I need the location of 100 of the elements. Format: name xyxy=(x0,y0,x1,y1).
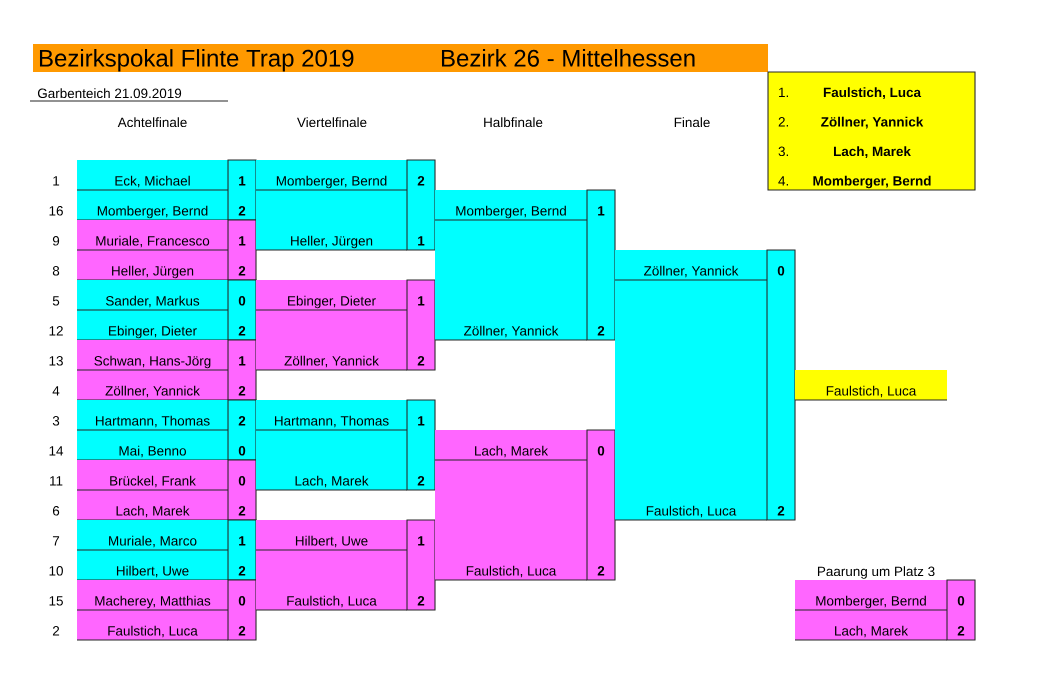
round-heading: Viertelfinale xyxy=(297,117,367,128)
match-block xyxy=(434,189,616,341)
player-name: Hartmann, Thomas xyxy=(275,415,389,428)
player-name: Schwan, Hans-Jörg xyxy=(94,355,211,369)
rank-number: 1. xyxy=(779,87,788,97)
score: 2 xyxy=(238,506,246,516)
player-name: Ebinger, Dieter xyxy=(109,325,197,339)
round-heading: Halbfinale xyxy=(484,117,543,128)
ranking-box xyxy=(767,71,976,191)
player-name: Zöllner, Yannick xyxy=(105,385,200,398)
seed-number: 6 xyxy=(52,506,60,516)
player-name: Momberger, Bernd xyxy=(813,175,931,189)
match-block xyxy=(76,459,257,521)
round-heading: Achtelfinale xyxy=(117,117,187,128)
rank-number: 4. xyxy=(778,176,788,186)
match-block xyxy=(76,579,257,641)
score: 1 xyxy=(418,236,425,246)
player-name: Macherey, Matthias xyxy=(95,595,211,609)
player-name: Zöllner, Yannick xyxy=(821,116,924,129)
player-name: Zöllner, Yannick xyxy=(464,325,559,338)
player-name: Muriale, Francesco xyxy=(96,235,210,248)
seed-number: 2 xyxy=(52,626,60,636)
player-name: Faulstich, Luca xyxy=(287,595,377,608)
score: 2 xyxy=(597,566,605,576)
seed-number: 9 xyxy=(52,236,60,246)
round-heading: Finale xyxy=(674,117,710,128)
venue-date: Garbenteich 21.09.2019 xyxy=(29,88,229,102)
player-name: Lach, Marek xyxy=(475,445,549,458)
player-name: Momberger, Bernd xyxy=(276,175,387,189)
match-block xyxy=(434,429,616,581)
player-name: Faulstich, Luca xyxy=(826,385,917,398)
match-block xyxy=(76,339,257,401)
score: 0 xyxy=(597,446,605,456)
score: 1 xyxy=(239,356,246,366)
match-block xyxy=(255,519,436,611)
player-name: Brückel, Frank xyxy=(110,475,196,488)
seed-number: 3 xyxy=(52,416,60,426)
rank-number: 3. xyxy=(778,146,788,157)
score: 2 xyxy=(597,326,605,336)
score: 1 xyxy=(418,296,425,306)
player-name: Momberger, Bernd xyxy=(816,595,926,609)
score: 0 xyxy=(957,596,965,606)
player-name: Faulstich, Luca xyxy=(646,505,737,518)
seed-number: 7 xyxy=(52,536,60,546)
score: 0 xyxy=(238,296,246,306)
score: 2 xyxy=(238,566,246,576)
score: 1 xyxy=(418,416,425,426)
score: 1 xyxy=(239,536,246,546)
player-name: Heller, Jürgen xyxy=(112,265,194,279)
player-name: Zöllner, Yannick xyxy=(644,265,739,278)
player-name: Muriale, Marco xyxy=(109,535,197,548)
score: 2 xyxy=(417,176,425,186)
score: 2 xyxy=(417,356,425,366)
player-name: Lach, Marek xyxy=(116,505,190,518)
score: 2 xyxy=(238,386,246,396)
player-name: Lach, Marek xyxy=(295,475,369,488)
score: 1 xyxy=(239,236,246,246)
score: 0 xyxy=(238,446,246,456)
seed-number: 13 xyxy=(49,356,63,366)
player-name: Zöllner, Yannick xyxy=(284,355,379,368)
player-name: Momberger, Bernd xyxy=(97,205,208,219)
match-block xyxy=(76,399,257,461)
score: 0 xyxy=(777,266,785,276)
match-block xyxy=(76,219,257,281)
seed-number: 11 xyxy=(50,476,63,486)
match-block xyxy=(76,519,257,581)
score: 1 xyxy=(239,176,246,186)
score: 2 xyxy=(957,626,965,636)
player-name: Lach, Marek xyxy=(835,625,909,638)
score: 0 xyxy=(238,476,246,486)
match-block xyxy=(255,279,436,371)
score: 0 xyxy=(238,596,246,606)
player-name: Momberger, Bernd xyxy=(456,205,566,219)
score: 2 xyxy=(777,506,785,516)
player-name: Eck, Michael xyxy=(115,175,190,188)
player-name: Faulstich, Luca xyxy=(108,625,198,638)
player-name: Sander, Markus xyxy=(105,295,200,308)
district-label: Bezirk 26 - Mittelhessen xyxy=(441,49,695,67)
player-name: Hilbert, Uwe xyxy=(295,535,368,548)
seed-number: 10 xyxy=(49,566,63,576)
player-name: Heller, Jürgen xyxy=(291,235,373,249)
seed-number: 1 xyxy=(53,176,60,186)
match-block xyxy=(76,279,257,341)
match-block xyxy=(76,159,257,221)
rank-number: 2. xyxy=(778,117,788,127)
score: 2 xyxy=(238,416,246,426)
seed-number: 5 xyxy=(52,296,60,306)
player-name: Lach, Marek xyxy=(834,146,911,159)
score: 2 xyxy=(238,266,246,276)
seed-number: 4 xyxy=(52,386,60,396)
title: Bezirkspokal Flinte Trap 2019 xyxy=(40,49,354,72)
player-name: Ebinger, Dieter xyxy=(288,295,376,309)
seed-number: 15 xyxy=(49,596,63,606)
score: 2 xyxy=(417,476,425,486)
seed-number: 16 xyxy=(49,206,63,216)
score: 2 xyxy=(238,206,246,216)
player-name: Hartmann, Thomas xyxy=(96,415,210,428)
player-name: Faulstich, Luca xyxy=(823,87,922,100)
score: 1 xyxy=(418,536,425,546)
score: 1 xyxy=(598,206,605,216)
